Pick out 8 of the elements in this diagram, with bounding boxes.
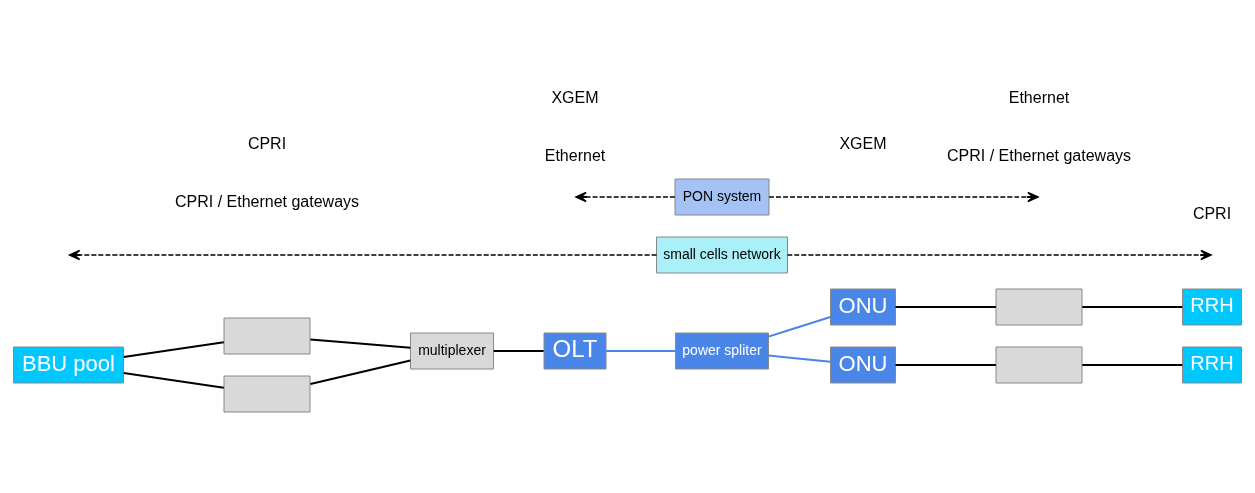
label: CPRI / Ethernet gateways: [946, 146, 1132, 164]
label: XGEM: [551, 88, 599, 106]
label: Ethernet: [1008, 88, 1070, 106]
label: CPRI: [1192, 204, 1232, 222]
label: Ethernet: [544, 146, 606, 164]
label: CPRI: [247, 134, 287, 152]
label: XGEM: [839, 134, 887, 152]
label: CPRI / Ethernet gateways: [174, 192, 360, 210]
